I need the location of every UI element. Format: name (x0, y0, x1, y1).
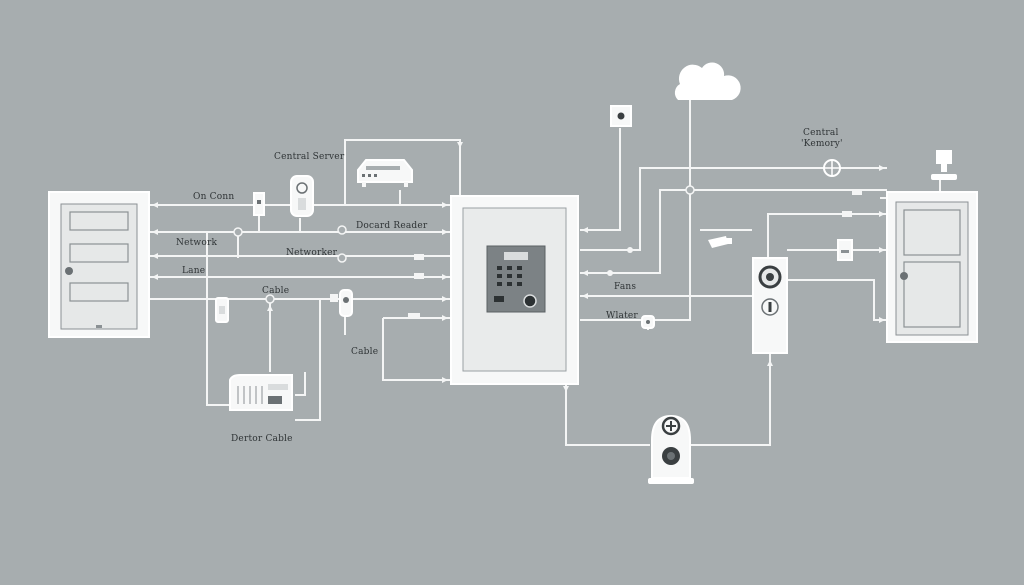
junction-dots (233, 185, 695, 304)
label-door-cable: Dertor Cable (231, 434, 293, 444)
central-control-panel-icon (450, 195, 579, 385)
central-memory-icon (823, 159, 841, 177)
right-door-icon (886, 191, 978, 343)
small-plug-icon (641, 315, 655, 329)
keypad-icon (486, 245, 546, 313)
label-cable-a: Cable (262, 286, 290, 296)
label-on-conn: On Conn (193, 192, 235, 202)
server-router-icon (357, 159, 413, 187)
intercom-icon (752, 257, 788, 354)
label-memory: 'Kemory' (801, 139, 843, 149)
left-door-icon (48, 191, 150, 338)
door-lock-unit-icon (648, 414, 694, 484)
computer-monitor-icon (931, 150, 957, 180)
label-lane: Lane (182, 266, 206, 276)
camera-icon (708, 236, 732, 248)
label-cable-b: Cable (351, 347, 379, 357)
label-central: Central (803, 128, 839, 138)
label-networker: Networker (286, 248, 338, 258)
controller-box-icon (229, 374, 293, 411)
cloud-icon (674, 62, 741, 100)
label-fans: Fans (614, 282, 637, 292)
outlet-icon (610, 105, 632, 127)
wire-arrows (152, 142, 885, 392)
sensor-icon (253, 192, 265, 216)
inline-connectors (330, 189, 862, 319)
lock-device-icon (290, 175, 314, 217)
network-node-icon (215, 289, 353, 323)
label-door-reader: Docard Reader (356, 221, 428, 231)
label-network: Network (176, 238, 218, 248)
card-reader-icon (837, 239, 853, 261)
label-central-server: Central Server (274, 152, 345, 162)
label-water: Wlater (606, 311, 638, 321)
